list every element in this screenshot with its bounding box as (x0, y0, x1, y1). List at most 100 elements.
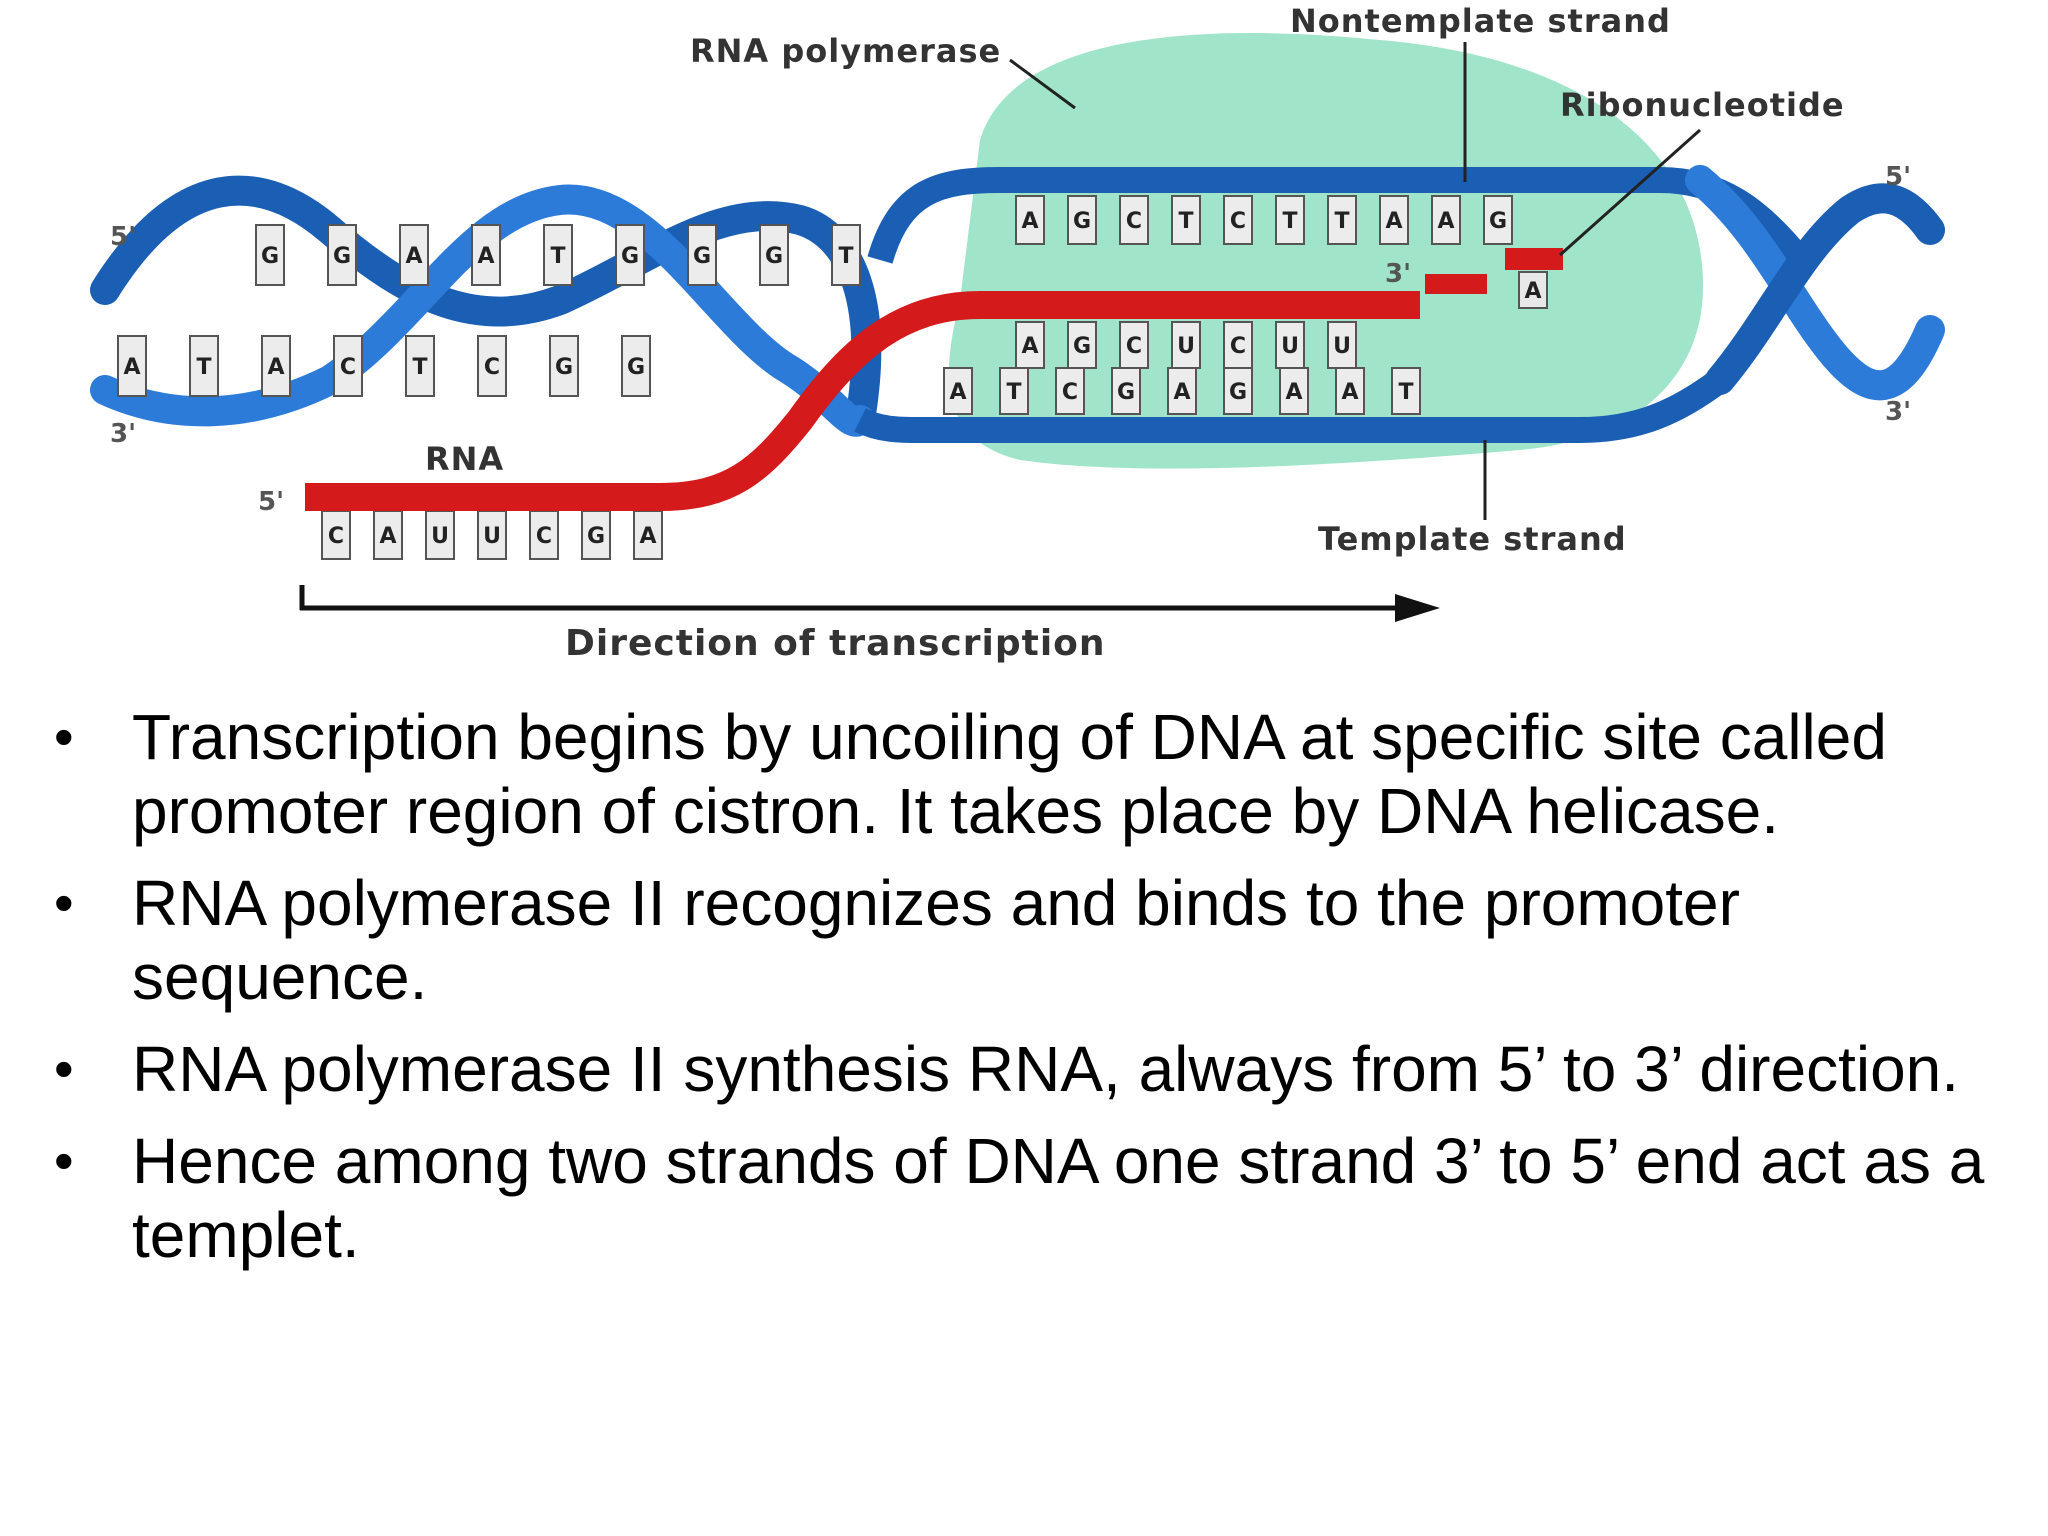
base-C: C (529, 510, 559, 560)
svg-text:T: T (1334, 209, 1349, 234)
left-helix-front-strand (90, 184, 875, 437)
svg-text:A: A (1437, 209, 1454, 234)
base-G: G (1223, 367, 1253, 415)
base-A: A (1379, 195, 1409, 245)
svg-text:U: U (431, 524, 449, 549)
base-G: G (1111, 367, 1141, 415)
end-left-top: 5' (110, 222, 136, 252)
svg-text:T: T (1006, 380, 1021, 405)
svg-text:C: C (536, 524, 552, 549)
base-G: G (255, 224, 285, 286)
template-strand-backbone (854, 369, 1728, 443)
bullet-text: RNA polymerase II synthesis RNA, always … (132, 1033, 1960, 1105)
svg-text:G: G (333, 244, 351, 269)
svg-text:G: G (621, 244, 639, 269)
ribonucleotide-shape (1505, 248, 1563, 270)
base-A: A (373, 510, 403, 560)
svg-text:G: G (555, 355, 573, 380)
svg-text:U: U (483, 524, 501, 549)
bullet-item: • Hence among two strands of DNA one str… (40, 1124, 2030, 1272)
svg-text:G: G (627, 355, 645, 380)
end-rna-3: 3' (1385, 259, 1411, 289)
bullet-dot-icon: • (54, 1129, 74, 1192)
base-C: C (321, 510, 351, 560)
svg-text:T: T (1282, 209, 1297, 234)
svg-text:G: G (1073, 209, 1091, 234)
base-G: G (621, 335, 651, 397)
bullet-text: Hence among two strands of DNA one stran… (132, 1125, 1985, 1271)
svg-text:G: G (1489, 209, 1507, 234)
base-A: A (1335, 367, 1365, 415)
svg-text:G: G (1117, 380, 1135, 405)
polymerase-pointer (1009, 58, 1076, 110)
end-right-top: 5' (1885, 162, 1911, 192)
svg-text:A: A (123, 355, 140, 380)
svg-text:A: A (1341, 380, 1358, 405)
base-T: T (1171, 195, 1201, 245)
base-A: A (1015, 195, 1045, 245)
svg-text:C: C (340, 355, 356, 380)
base-U: U (1275, 321, 1305, 369)
svg-text:C: C (1126, 334, 1142, 359)
base-G: G (581, 510, 611, 560)
base-U: U (477, 510, 507, 560)
base-G: G (1067, 321, 1097, 369)
base-A: A (399, 224, 429, 286)
end-right-bottom: 3' (1885, 397, 1911, 427)
label-rna: RNA (425, 440, 504, 478)
svg-text:C: C (328, 524, 344, 549)
svg-text:U: U (1333, 334, 1351, 359)
svg-text:A: A (1385, 209, 1402, 234)
bullet-dot-icon: • (54, 705, 74, 768)
base-G: G (759, 224, 789, 286)
label-rna-polymerase: RNA polymerase (690, 32, 1001, 70)
bullet-dot-icon: • (54, 1037, 74, 1100)
svg-text:G: G (261, 244, 279, 269)
bullet-item: • Transcription begins by uncoiling of D… (40, 700, 2030, 848)
svg-text:A: A (379, 524, 396, 549)
base-G: G (1067, 195, 1097, 245)
svg-text:A: A (949, 380, 966, 405)
svg-text:G: G (1229, 380, 1247, 405)
nontemplate-strand-backbone (867, 167, 1811, 269)
label-direction: Direction of transcription (565, 623, 1106, 664)
base-G: G (327, 224, 357, 286)
base-T: T (405, 335, 435, 397)
svg-text:A: A (1173, 380, 1190, 405)
base-T: T (189, 335, 219, 397)
base-C: C (333, 335, 363, 397)
bullet-list: • Transcription begins by uncoiling of D… (40, 700, 2030, 1290)
svg-text:A: A (405, 244, 422, 269)
svg-text:G: G (1073, 334, 1091, 359)
svg-text:A: A (1524, 279, 1541, 304)
label-ribonucleotide: Ribonucleotide (1560, 86, 1845, 124)
base-G: G (687, 224, 717, 286)
base-C: C (1055, 367, 1085, 415)
bullet-text: Transcription begins by uncoiling of DNA… (132, 701, 1887, 847)
svg-text:T: T (412, 355, 427, 380)
svg-text:C: C (484, 355, 500, 380)
svg-text:G: G (693, 244, 711, 269)
ribonucleotide-base: A (1518, 271, 1548, 309)
base-U: U (1171, 321, 1201, 369)
base-G: G (1483, 195, 1513, 245)
base-C: C (477, 335, 507, 397)
svg-text:G: G (587, 524, 605, 549)
base-G: G (615, 224, 645, 286)
right-helix-strand-b (1705, 183, 1945, 395)
svg-text:T: T (1398, 380, 1413, 405)
base-C: C (1119, 195, 1149, 245)
svg-text:T: T (1178, 209, 1193, 234)
base-U: U (1327, 321, 1357, 369)
base-T: T (543, 224, 573, 286)
end-rna-start: 5' (258, 487, 284, 517)
svg-text:T: T (196, 355, 211, 380)
base-C: C (1119, 321, 1149, 369)
